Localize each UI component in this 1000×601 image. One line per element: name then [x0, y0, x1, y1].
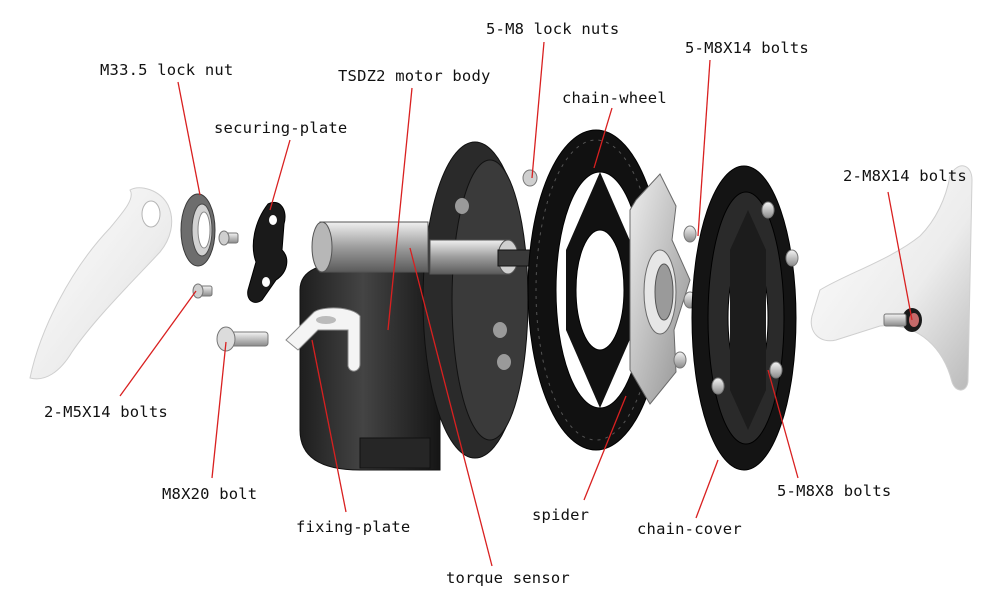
leader-m8x14-2	[887, 191, 913, 321]
label-m8x20-bolt: M8X20 bolt	[162, 485, 258, 503]
leader-m8x8	[767, 369, 799, 479]
label-m8x14-bolts-5: 5-M8X14 bolts	[685, 39, 809, 57]
m5x14-bolt-part	[218, 230, 239, 246]
leader-m8x20	[211, 341, 227, 479]
m5x14-bolt-part	[192, 283, 213, 299]
leader-m8-lock-nuts	[531, 41, 545, 179]
leader-spider	[583, 395, 627, 501]
leader-lines	[119, 41, 913, 567]
chain-cover-part	[691, 165, 799, 471]
leader-fixing-plate	[311, 339, 347, 513]
label-m5x14-bolts: 2-M5X14 bolts	[44, 403, 168, 421]
label-m8x8-bolts: 5-M8X8 bolts	[777, 482, 892, 500]
left-crank-arm	[29, 187, 173, 380]
label-chain-cover: chain-cover	[637, 520, 742, 538]
leader-torque-sensor	[409, 247, 493, 567]
label-m8-lock-nuts: 5-M8 lock nuts	[486, 20, 620, 38]
leader-motor-body	[387, 87, 413, 331]
motor-body-part	[299, 141, 559, 471]
label-fixing-plate: fixing-plate	[296, 518, 411, 536]
label-securing-plate: securing-plate	[214, 119, 348, 137]
securing-plate-part	[247, 202, 288, 303]
label-motor-body: TSDZ2 motor body	[338, 67, 491, 85]
spider-part	[629, 173, 697, 405]
leader-chain-cover	[695, 459, 719, 519]
m8x20-bolt-part	[216, 326, 269, 352]
label-torque-sensor: torque sensor	[446, 569, 570, 587]
label-m8x14-bolts-2: 2-M8X14 bolts	[843, 167, 967, 185]
label-spider: spider	[532, 506, 590, 524]
label-lock-nut: M33.5 lock nut	[100, 61, 234, 79]
leader-m8x14-5	[697, 59, 711, 237]
lock-nut-part	[180, 193, 216, 267]
right-crank-arm	[810, 165, 973, 391]
fixing-plate-part	[285, 307, 361, 372]
leader-lock-nut	[177, 81, 201, 196]
leader-m5x14	[119, 290, 197, 397]
label-chain-wheel: chain-wheel	[562, 89, 667, 107]
leader-securing-plate	[269, 139, 291, 211]
leader-chain-wheel	[593, 107, 613, 169]
